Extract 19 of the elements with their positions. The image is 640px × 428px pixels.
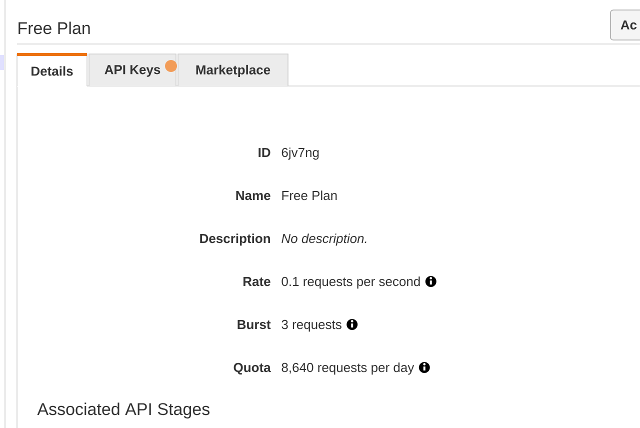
tab: API Keys <box>88 54 176 86</box>
field-label: Description <box>200 234 270 246</box>
node-label: Details <box>32 66 73 76</box>
button: Ac <box>610 10 640 40</box>
field-label: Rate <box>244 277 270 286</box>
field-value: Free Plan <box>282 190 337 200</box>
section-heading: Associated API Stages <box>37 402 210 419</box>
field-label: Name <box>236 191 270 200</box>
field-label: Burst <box>238 320 271 330</box>
active-tab: Details <box>16 53 88 87</box>
field-value: 3 requests <box>282 320 342 332</box>
page-title: Free Plan <box>18 22 90 34</box>
tab: Marketplace <box>178 54 288 86</box>
field-value: 8,640 requests per day <box>282 362 414 375</box>
field-value: 6jv7ng <box>282 148 319 160</box>
field-value: No description. <box>282 234 366 246</box>
field-value: 0.1 requests per second <box>282 276 420 289</box>
field-label: Quota <box>234 362 271 375</box>
field-label: ID <box>258 148 270 157</box>
